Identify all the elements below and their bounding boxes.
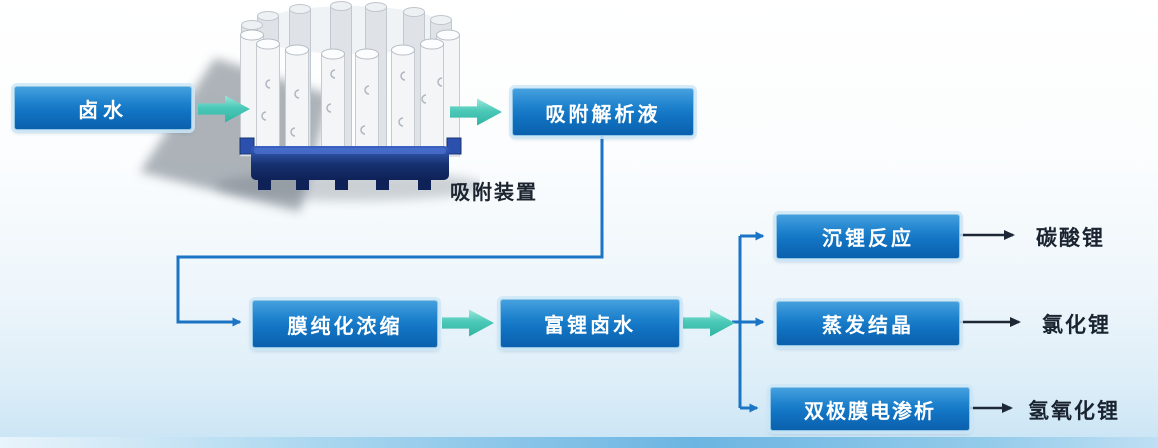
node-brine: 卤水 [14, 86, 192, 130]
device-label: 吸附装置 [450, 182, 538, 204]
product-lithium-carbonate: 碳酸锂 [1036, 227, 1105, 250]
node-electrodialysis: 双极膜电渗析 [770, 387, 970, 431]
product-lithium-chloride: 氯化锂 [1042, 314, 1111, 337]
node-adsorption-liquid: 吸附解析液 [512, 88, 694, 136]
bottom-gradient-strip [0, 437, 1158, 448]
connector-adsorption-to-membrane [176, 134, 604, 327]
adsorption-device-illustration [140, 1, 480, 212]
device-front-tubes [240, 34, 460, 157]
product-lithium-hydroxide: 氢氧化锂 [1028, 400, 1120, 423]
node-lithium-rich-brine: 富锂卤水 [500, 299, 680, 348]
tube-markings [261, 69, 443, 137]
node-evaporation: 蒸发结晶 [776, 301, 960, 346]
node-membrane-purification: 膜纯化浓缩 [252, 300, 438, 348]
device-base [239, 137, 462, 190]
node-precipitation: 沉锂反应 [776, 214, 960, 259]
